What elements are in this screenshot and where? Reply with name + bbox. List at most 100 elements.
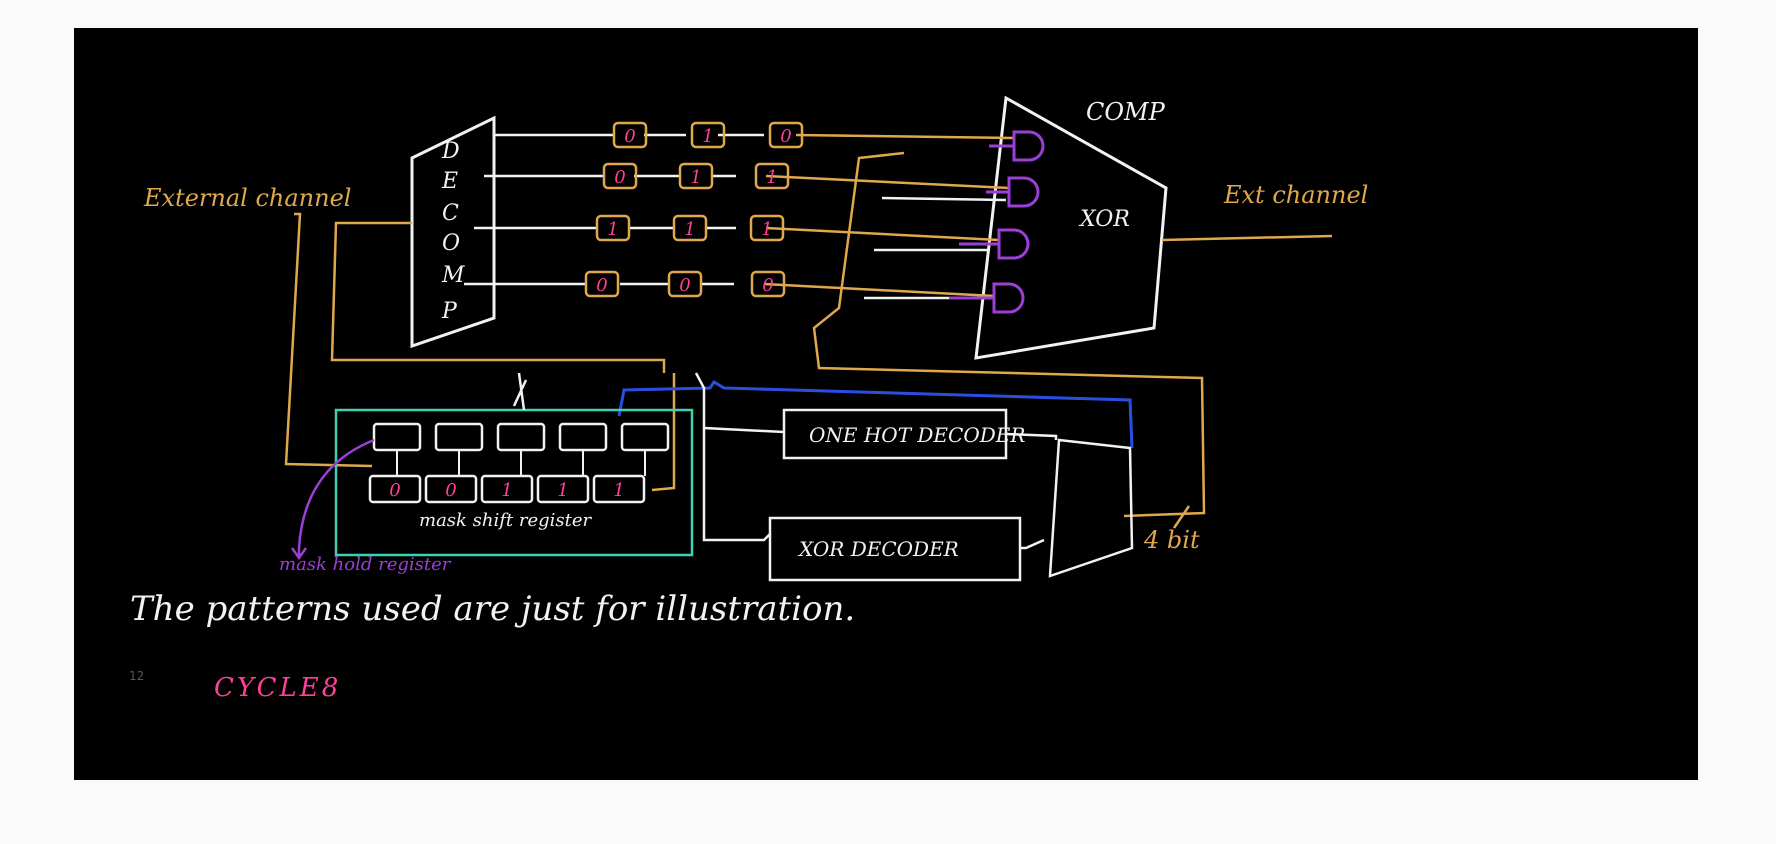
scan-cell: 0: [612, 121, 648, 149]
scan-cell-bit: 1: [761, 219, 772, 240]
decoder-select-mux: [1048, 438, 1134, 578]
mask-hold-arrow: [290, 438, 375, 561]
mask-shift-cell-bit: 1: [501, 480, 512, 501]
mask-shift-register-cells: 0 0 1 1 1: [368, 474, 646, 504]
mask-hold-cell: [496, 422, 546, 452]
mask-shift-cell-box: [368, 474, 422, 504]
mask-hold-register-label: mask hold register: [279, 554, 452, 575]
decomp-feedback-wire: [330, 221, 666, 373]
scan-cell-box: [678, 162, 714, 190]
scan-cell-box: [667, 270, 703, 298]
chain-2-output-wire: [765, 226, 1000, 242]
scan-cell: 0: [584, 270, 620, 298]
bus-width-label: 4 bit: [1143, 526, 1200, 554]
decomp-letter: E: [441, 169, 458, 194]
chain-1-output-wire: [765, 174, 1010, 190]
scan-cell-bit: 0: [679, 275, 690, 296]
scan-cell-box: [602, 162, 638, 190]
mask-and-gates: [949, 130, 1045, 314]
scan-cell: 0: [602, 162, 638, 190]
mask-shift-cell: 1: [536, 474, 590, 504]
scan-cell: 1: [672, 214, 708, 242]
ext-channel-output-wire: [1161, 234, 1333, 242]
orange-control-wires: [330, 151, 1206, 529]
decompressor-block: [410, 115, 496, 349]
scan-cell: 1: [754, 162, 790, 190]
one-hot-to-mux: [1005, 432, 1058, 440]
mask-shift-cell: 1: [592, 474, 646, 504]
illustration-note: The patterns used are just for illustrat…: [130, 589, 855, 629]
xor-to-mux: [1020, 538, 1045, 550]
mask-hold-cell: [620, 422, 670, 452]
decomp-output-wires: [464, 133, 1007, 300]
scan-cell-bit: 0: [614, 167, 625, 188]
bus-width-stroke: [1172, 505, 1191, 529]
scan-cell-bit: 0: [780, 126, 791, 147]
and-gate-0: [989, 130, 1045, 162]
scan-cell-bit: 1: [702, 126, 713, 147]
chain-3-output-wire: [763, 282, 995, 298]
comp-input-wire-0: [881, 196, 1007, 202]
mask-hold-cell: [434, 422, 484, 452]
scan-cell-box: [690, 121, 726, 149]
mask-shift-cell-bit: 0: [389, 480, 400, 501]
mask-hold-cell: [558, 422, 608, 452]
and-gate-3: [949, 282, 1025, 314]
xor-decoder-label: XOR DECODER: [797, 537, 959, 561]
scan-cell-bit: 0: [762, 275, 773, 296]
decomp-letter: O: [442, 231, 460, 256]
scan-cell: 0: [768, 121, 804, 149]
chain-0-output-wire: [795, 133, 1015, 140]
compressor-block: [974, 95, 1168, 360]
decompressor-letters: D E C O M P: [441, 139, 465, 324]
scan-cell-box: [612, 121, 648, 149]
scan-cell-box: [754, 162, 790, 190]
mask-shift-cell: 0: [424, 474, 478, 504]
scan-cell: 1: [749, 214, 785, 242]
decomp-letter: M: [441, 263, 465, 288]
cycle-label: CYCLE8: [214, 673, 341, 703]
compressor-side-bus: [812, 151, 1206, 518]
scan-cell-box: [750, 270, 786, 298]
scan-cell-box: [595, 214, 631, 242]
ext-channel-label: Ext channel: [1223, 181, 1368, 209]
mask-shift-register-label: mask shift register: [419, 510, 593, 531]
mask-shift-cell-bit: 0: [445, 480, 456, 501]
scan-cell: 0: [667, 270, 703, 298]
one-hot-decoder-text: ONE HOT DECODER: [809, 423, 1025, 447]
mask-shift-cell-box: [592, 474, 646, 504]
scan-cell-box: [584, 270, 620, 298]
mask-shift-cell-bit: 1: [557, 480, 568, 501]
mask-shift-cell-box: [480, 474, 534, 504]
mask-shift-cell-box: [424, 474, 478, 504]
mask-shift-cell-box: [536, 474, 590, 504]
external-channel-label: External channel: [143, 184, 351, 212]
scan-cell: 1: [690, 121, 726, 149]
mask-shift-cell-bit: 1: [613, 480, 624, 501]
decomp-letter: P: [441, 299, 458, 324]
mask-hold-cell: [372, 422, 422, 452]
page-marker: 12: [129, 669, 144, 683]
decoder-feed-wire: [694, 372, 785, 542]
scan-chain-output-wires: [763, 133, 1015, 298]
scan-cell: 1: [678, 162, 714, 190]
mask-output-wire: [651, 373, 676, 492]
mask-hold-register-cells: [372, 422, 670, 476]
one-hot-decoder-block: [782, 408, 1008, 460]
blue-select-wire: [617, 379, 1134, 449]
and-gate-2: [959, 228, 1030, 260]
decomp-letter: C: [442, 201, 459, 226]
xor-decoder-block: [768, 516, 1022, 582]
compressor-inner-label: XOR: [1078, 207, 1130, 232]
external-channel-wire: [284, 212, 373, 468]
scan-cell-bit: 1: [766, 167, 777, 188]
one-hot-decoder-label: ONE HOT DECODER: [809, 423, 1025, 447]
compressor-title: COMP: [1086, 98, 1166, 126]
scan-cell-bit: 0: [624, 126, 635, 147]
scan-cell: 0: [750, 270, 786, 298]
decoder-wiring: [694, 372, 1058, 550]
scan-cell-bit: 1: [607, 219, 618, 240]
